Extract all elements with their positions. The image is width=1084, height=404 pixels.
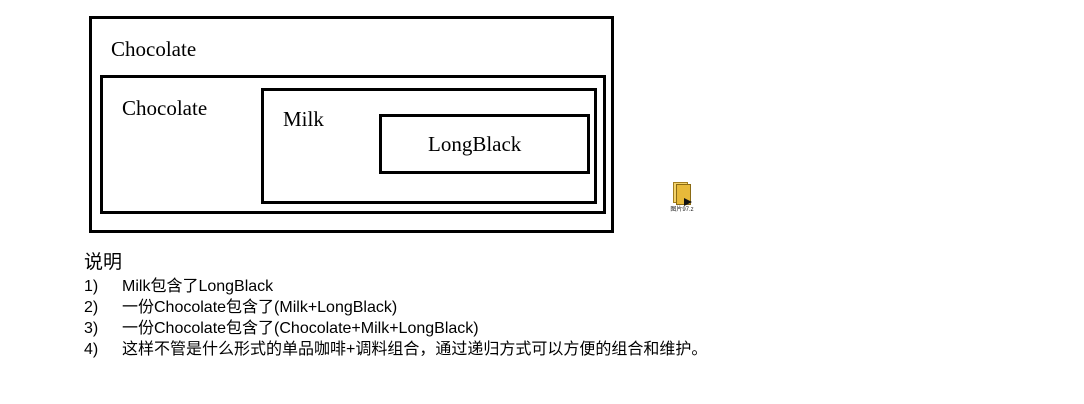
note-text: Milk包含了LongBlack [122,278,274,295]
note-number: 4) [84,341,99,358]
note-text: 这样不管是什么形式的单品咖啡+调料组合，通过递归方式可以方便的组合和维护。 [122,341,708,358]
note-item: 1) Milk包含了LongBlack [84,276,1064,297]
notes-section: 说明 1) Milk包含了LongBlack 2) 一份Chocolate包含了(M… [84,251,1064,360]
longblack-box: LongBlack [379,114,590,174]
note-text: 一份Chocolate包含了(Milk+LongBlack) [122,299,398,316]
file-name: 图片97.z [670,207,694,213]
file-item[interactable]: 图片97.z [657,182,707,213]
archive-file-icon[interactable] [671,182,693,206]
milk-box: Milk LongBlack [261,88,597,204]
note-item: 4) 这样不管是什么形式的单品咖啡+调料组合，通过递归方式可以方便的组合和维护。 [84,339,1064,360]
longblack-label: LongBlack [428,132,522,156]
milk-label: Milk [283,107,324,131]
inner-chocolate-label: Chocolate [122,96,208,120]
note-item: 2) 一份Chocolate包含了(Milk+LongBlack) [84,297,1064,318]
outer-chocolate-label: Chocolate [111,37,197,61]
inner-chocolate-box: Chocolate Milk LongBlack [100,75,606,214]
note-number: 3) [84,320,99,337]
note-number: 2) [84,299,99,316]
note-number: 1) [84,278,99,295]
note-text: 一份Chocolate包含了(Chocolate+Milk+LongBlack) [122,320,479,337]
note-item: 3) 一份Chocolate包含了(Chocolate+Milk+LongBlac… [84,318,1064,339]
outer-chocolate-box: Chocolate Chocolate Milk LongBlack [89,16,614,233]
notes-title: 说明 [84,252,123,273]
